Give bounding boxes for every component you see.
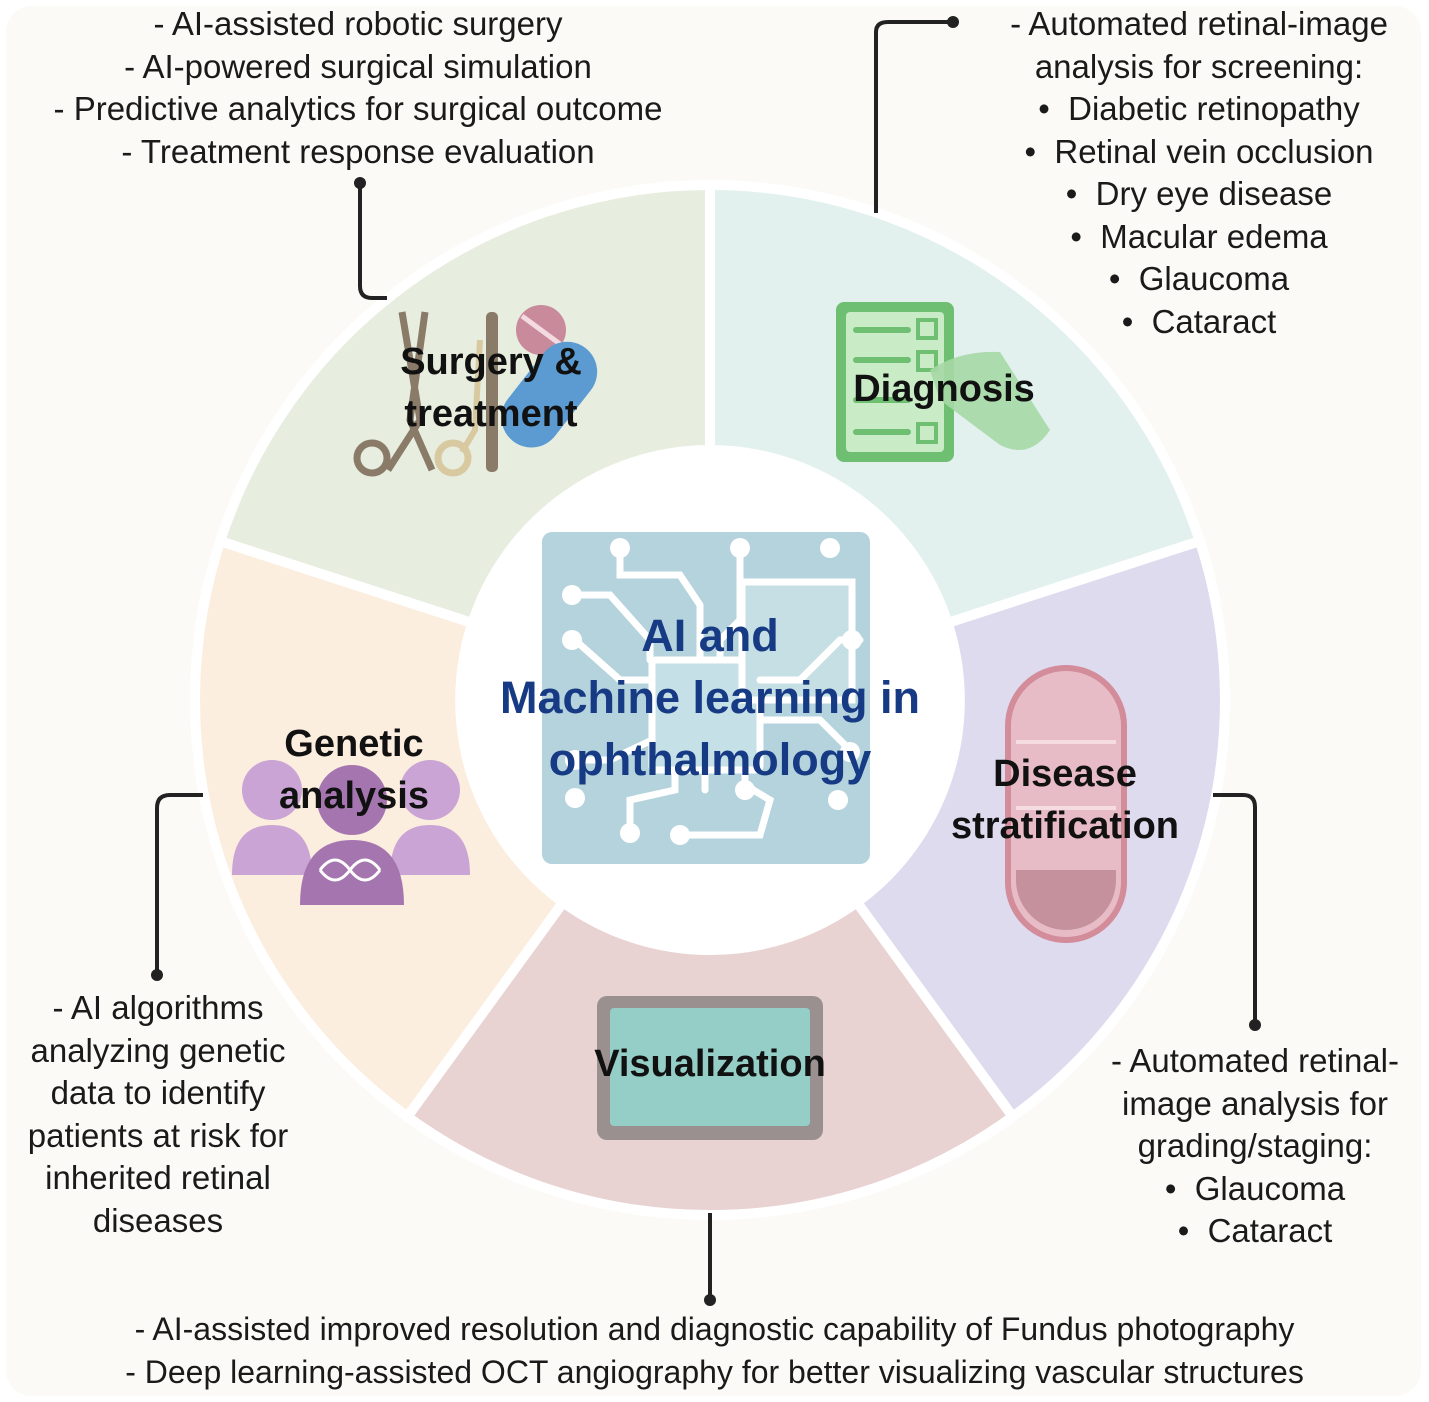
note-line: patients at risk for: [27, 1116, 289, 1154]
circuit-chip-icon: [542, 532, 870, 864]
note-line: - Predictive analytics for surgical outc…: [53, 90, 663, 127]
connector-dots: [151, 16, 1261, 1306]
connector-surgery: [358, 183, 387, 300]
bullet-item: • Cataract: [1121, 302, 1277, 340]
surgery-notes: - AI-assisted robotic surgery - AI-power…: [0, 3, 716, 173]
checklist-clipboard-icon: [836, 302, 1050, 462]
segment-genetic: [190, 536, 569, 1122]
stratification-notes: - Automated retinal- image analysis for …: [1085, 1040, 1425, 1253]
hub-title: AI and Machine learning in ophthalmology: [440, 605, 980, 791]
diagnosis-notes: - Automated retinal-image analysis for s…: [970, 3, 1428, 343]
visualization-notes: - AI-assisted improved resolution and di…: [0, 1308, 1429, 1393]
note-line: data to identify: [50, 1074, 266, 1111]
bullet-item: • Glaucoma: [1108, 260, 1290, 297]
people-dna-icon: [232, 760, 470, 905]
connector-genetic: [155, 793, 203, 975]
note-line: diseases: [92, 1201, 224, 1239]
note-line: inherited retinal: [45, 1159, 271, 1196]
hub-title-line: ophthalmology: [548, 734, 872, 785]
note-line: image analysis for: [1122, 1084, 1388, 1122]
bullet-item: • Dry eye disease: [1065, 175, 1333, 212]
hub-title-line: AI and: [641, 610, 779, 661]
monitor-icon: [597, 996, 823, 1140]
capsule-icon: [1005, 665, 1127, 943]
note-line: - Automated retinal-image: [1010, 5, 1388, 42]
bullet-item: • Cataract: [1177, 1212, 1333, 1249]
note-line: - Treatment response evaluation: [121, 132, 595, 170]
visualization-label: Visualization: [594, 1043, 826, 1085]
note-line: - AI algorithms: [52, 989, 264, 1026]
note-line: - Deep learning-assisted OCT angiography…: [125, 1353, 1304, 1390]
note-line: - AI-powered surgical simulation: [124, 47, 592, 85]
diagnosis-label: Diagnosis: [853, 368, 1035, 410]
connector-diagnosis: [874, 20, 953, 213]
note-line: - AI-assisted robotic surgery: [153, 5, 563, 42]
genetic-notes: - AI algorithms analyzing genetic data t…: [0, 987, 316, 1242]
stratification-label: Disease stratification: [950, 753, 1180, 847]
bullet-item: • Diabetic retinopathy: [1038, 90, 1360, 127]
note-line: analysis for screening:: [1034, 47, 1364, 85]
note-line: grading/staging:: [1137, 1127, 1373, 1164]
bullet-item: • Glaucoma: [1164, 1169, 1346, 1207]
scissors-scalpel-pill-icon: [353, 305, 598, 477]
note-line: - AI-assisted improved resolution and di…: [134, 1311, 1295, 1347]
connector-stratification: [1213, 793, 1257, 1025]
bullet-item: • Retinal vein occlusion: [1024, 132, 1374, 170]
connectors: [155, 20, 1257, 1300]
bullet-item: • Macular edema: [1070, 217, 1328, 255]
note-line: - Automated retinal-: [1111, 1042, 1399, 1079]
genetic-label: Genetic analysis: [279, 723, 429, 817]
surgery-label: Surgery & treatment: [400, 341, 582, 435]
segment-surgery: [215, 180, 715, 628]
note-line: analyzing genetic: [30, 1031, 286, 1069]
hub-title-line: Machine learning in: [499, 672, 921, 723]
